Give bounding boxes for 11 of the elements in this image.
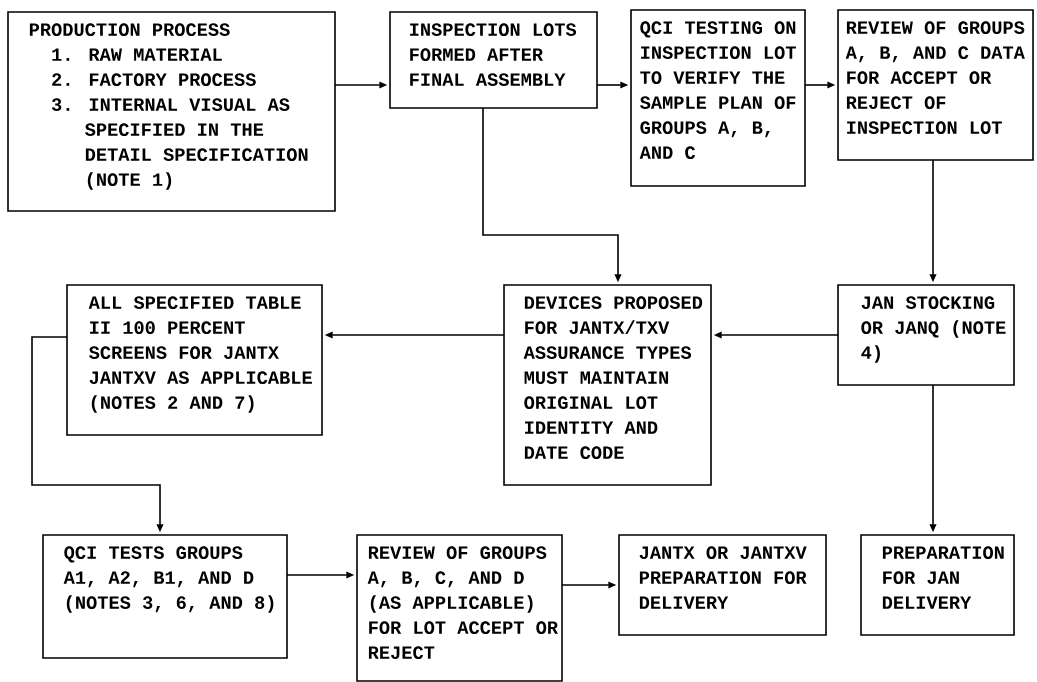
process-box: INSPECTION LOTS FORMED AFTER FINAL ASSEMBLY — [389, 11, 598, 109]
process-box: REVIEW OF GROUPS A, B, AND C DATA FOR ACCEPT OR REJECT OF INSPECTION LOT — [837, 9, 1034, 161]
process-box: JANTX OR JANTXV PREPARATION FOR DELIVERY — [618, 534, 827, 636]
process-box: REVIEW OF GROUPS A, B, C, AND D (AS APPLICABLE) FOR LOT ACCEPT OR REJECT — [356, 534, 563, 682]
process-box: DEVICES PROPOSED FOR JANTX/TXV ASSURANCE TYPES MUST MAINTAIN ORIGINAL LOT IDENTITY AND DATE CODE — [503, 284, 712, 486]
process-box: QCI TESTS GROUPS A1, A2, B1, AND D (NOTES 3, 6, AND 8) — [42, 534, 288, 659]
process-box: PRODUCTION PROCESS 1. RAW MATERIAL 2. FACTORY PROCESS 3. INTERNAL VISUAL AS SPECIFIED IN THE DETAIL SPECIFICATION (NOTE 1) — [7, 11, 336, 212]
process-box: JAN STOCKING OR JANQ (NOTE 4) — [837, 284, 1015, 386]
process-box: ALL SPECIFIED TABLE II 100 PERCENT SCREENS FOR JANTX JANTXV AS APPLICABLE (NOTES 2 AND 7) — [66, 284, 323, 436]
process-box: PREPARATION FOR JAN DELIVERY — [860, 534, 1015, 636]
process-box: QCI TESTING ON INSPECTION LOT TO VERIFY THE SAMPLE PLAN OF GROUPS A, B, AND C — [630, 9, 806, 187]
